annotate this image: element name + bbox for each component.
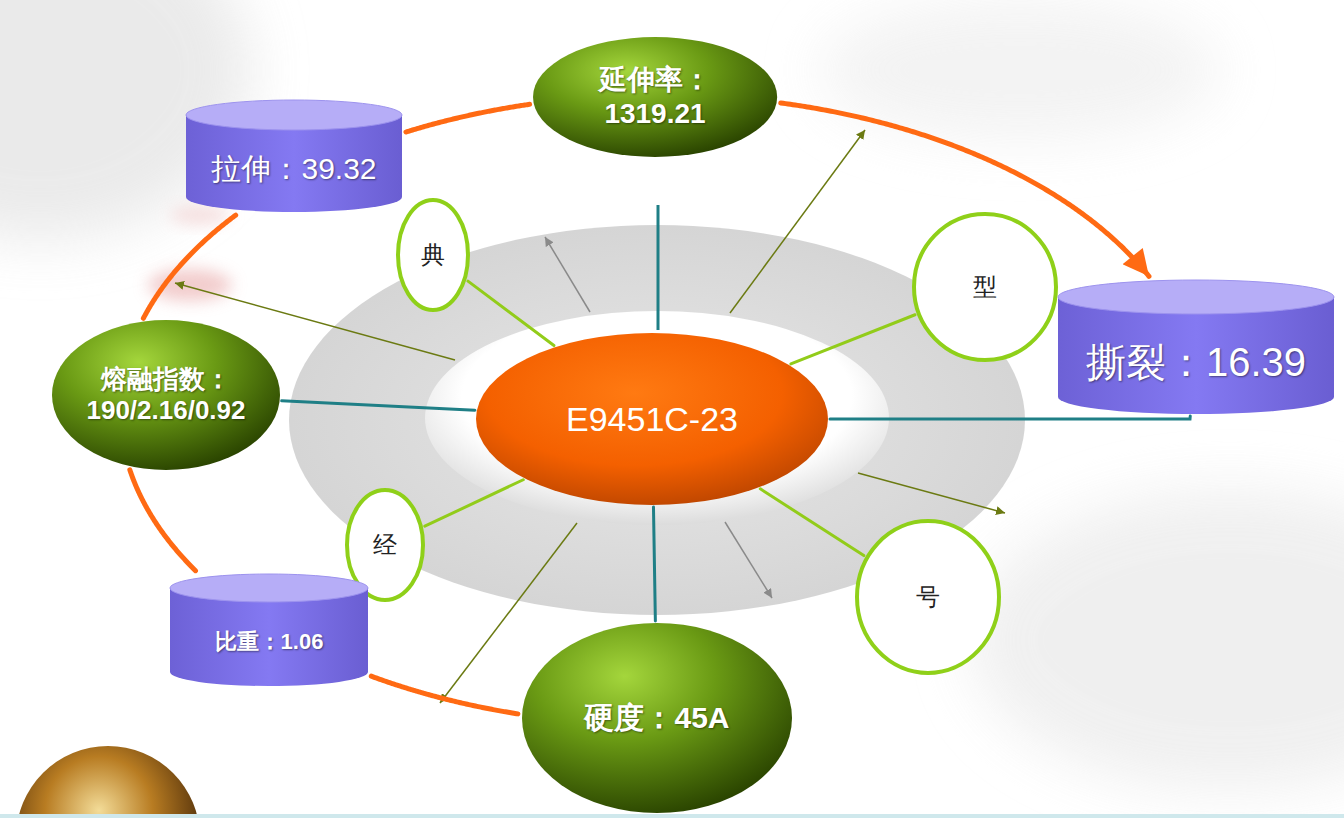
node-text-area: 撕裂：16.39 (1058, 280, 1334, 414)
cylinder-top (186, 100, 402, 130)
node-text-area: 延伸率： 1319.21 (533, 37, 777, 157)
decor-arrow (730, 130, 865, 313)
node-label: 熔融指数： 190/2.16/0.92 (78, 364, 254, 426)
ellipse-fill (476, 333, 828, 505)
property-cylinder: 撕裂：16.39 (1058, 280, 1334, 414)
ring-arc (371, 676, 518, 714)
node-label: 典 (421, 241, 445, 270)
ink-wash-blob (820, 0, 1220, 140)
cylinder-bottom (170, 658, 368, 686)
node-text-area: E9451C-23 (476, 333, 828, 505)
spoke-line (760, 489, 864, 556)
product-ellipse: E9451C-23 (476, 333, 828, 505)
bottom-rule (0, 814, 1344, 818)
node-text-area: 比重：1.06 (170, 574, 368, 686)
spoke-line (425, 480, 523, 526)
decor-arrow (858, 473, 1005, 513)
node-label: 经 (373, 531, 397, 560)
circle-outline (914, 214, 1056, 360)
axis-line (830, 416, 1190, 419)
cylinder-bottom (186, 182, 402, 212)
node-text-area: 典 (396, 198, 470, 312)
property-ellipse: 硬度：45A (522, 623, 792, 813)
node-label: 撕裂：16.39 (1086, 338, 1306, 386)
cylinder-bottom (1058, 380, 1334, 414)
ellipse-fill (522, 623, 792, 813)
node-label: 型 (973, 273, 997, 302)
node-label: 延伸率： 1319.21 (575, 63, 735, 130)
node-text-area: 硬度：45A (522, 623, 792, 813)
axis-line (282, 401, 475, 411)
node-text-area: 号 (855, 519, 1001, 675)
node-text-area: 熔融指数： 190/2.16/0.92 (52, 320, 280, 470)
node-label: E9451C-23 (566, 399, 738, 440)
decor-arrow (545, 237, 590, 312)
word-circle: 型 (912, 212, 1058, 362)
node-label: 号 (916, 583, 940, 612)
ink-wash-blob (970, 490, 1344, 790)
cylinder-top (1058, 280, 1334, 314)
property-cylinder: 比重：1.06 (170, 574, 368, 686)
ring-arc (143, 215, 235, 318)
node-text-area: 型 (912, 212, 1058, 362)
pink-smudge (148, 269, 232, 301)
node-text-area: 拉伸：39.32 (186, 100, 402, 212)
word-circle: 号 (855, 519, 1001, 675)
ring-arc (406, 104, 530, 132)
circle-outline (857, 521, 999, 673)
node-label: 比重：1.06 (215, 629, 324, 655)
axis-line (657, 205, 660, 330)
node-label: 拉伸：39.32 (211, 151, 376, 187)
word-circle: 典 (396, 198, 470, 312)
ellipse-fill (533, 37, 777, 157)
property-ellipse: 延伸率： 1319.21 (533, 37, 777, 157)
decor-arrow (725, 522, 772, 598)
spoke-line (468, 281, 554, 345)
cylinder-top (170, 574, 368, 602)
ellipse-fill (52, 320, 280, 470)
spoke-line (791, 315, 915, 364)
axis-line (653, 507, 655, 621)
circle-outline (398, 200, 468, 310)
property-ellipse: 熔融指数： 190/2.16/0.92 (52, 320, 280, 470)
ring-arc (130, 470, 196, 571)
node-outline (533, 37, 777, 157)
node-label: 硬度：45A (584, 700, 729, 736)
property-cylinder: 拉伸：39.32 (186, 100, 402, 212)
globe-picture (16, 746, 200, 818)
